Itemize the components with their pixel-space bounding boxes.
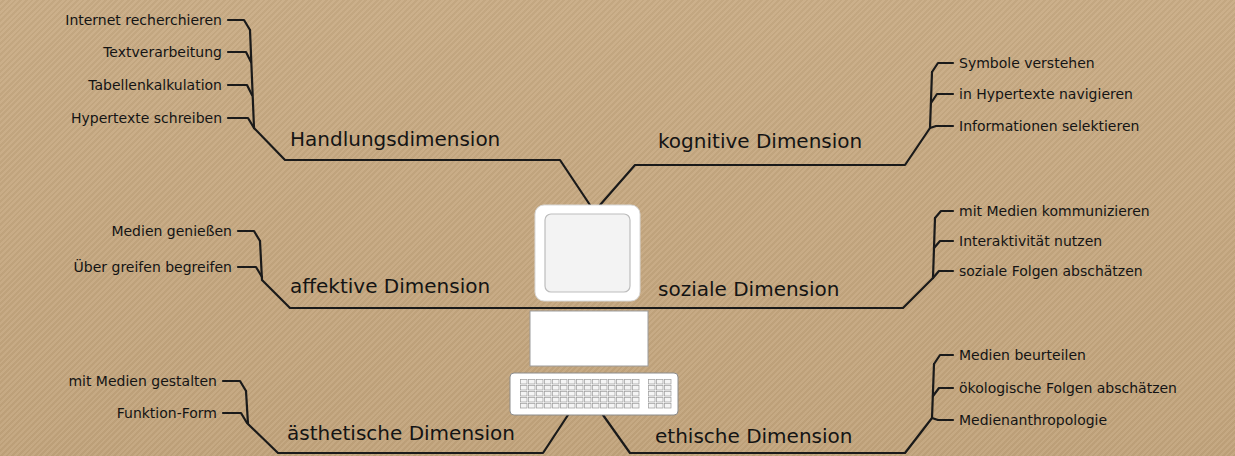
monitor-screen (545, 214, 630, 292)
leader-line (228, 85, 252, 95)
leader-line (238, 267, 262, 277)
leader-line (933, 388, 953, 396)
competence-label: Textverarbeitung (103, 43, 222, 61)
branch-line (250, 30, 590, 205)
competence-label: Medien beurteilen (959, 346, 1086, 364)
leader-line (932, 63, 953, 72)
competence-label: mit Medien kommunizieren (959, 202, 1150, 220)
branch-line (600, 72, 932, 205)
keyboard-numpad (648, 379, 672, 409)
keyboard-keys (520, 379, 640, 409)
leader-line (932, 418, 953, 420)
leader-line (228, 20, 250, 30)
leader-line (930, 126, 953, 128)
leader-line (931, 94, 953, 103)
leader-line (223, 413, 247, 423)
branch-lines (223, 20, 953, 453)
leader-line (934, 241, 953, 248)
competence-label: Medienanthropologie (959, 411, 1107, 429)
dimension-label: soziale Dimension (658, 277, 840, 301)
competence-label: ökologische Folgen abschätzen (959, 379, 1177, 397)
leader-line (934, 355, 953, 364)
computer-case (530, 311, 648, 366)
competence-label: Interaktivität nutzen (959, 232, 1102, 250)
dimension-label: Handlungsdimension (290, 127, 500, 151)
keyboard (510, 373, 678, 415)
dimension-label: ästhetische Dimension (287, 421, 515, 445)
competence-label: Symbole verstehen (959, 54, 1095, 72)
leader-line (228, 52, 251, 62)
competence-label: in Hypertexte navigieren (959, 85, 1133, 103)
leader-line (223, 381, 246, 391)
monitor (535, 205, 640, 301)
dimension-label: affektive Dimension (290, 274, 490, 298)
competence-label: Funktion-Form (117, 404, 217, 422)
competence-label: Hypertexte schreiben (71, 109, 222, 127)
leader-line (935, 211, 953, 218)
computer-illustration (510, 205, 678, 415)
competence-label: Tabellenkalkulation (88, 76, 222, 94)
competence-label: Informationen selektieren (959, 117, 1139, 135)
dimension-label: kognitive Dimension (658, 129, 862, 153)
competence-label: Internet recherchieren (65, 11, 222, 29)
competence-label: mit Medien gestalten (68, 372, 217, 390)
leader-line (238, 231, 260, 241)
leader-line (228, 118, 254, 128)
leader-line (933, 271, 953, 278)
dimension-label: ethische Dimension (655, 424, 852, 448)
competence-label: Über greifen begreifen (74, 258, 232, 276)
competence-label: soziale Folgen abschätzen (959, 262, 1143, 280)
competence-label: Medien genießen (111, 222, 232, 240)
